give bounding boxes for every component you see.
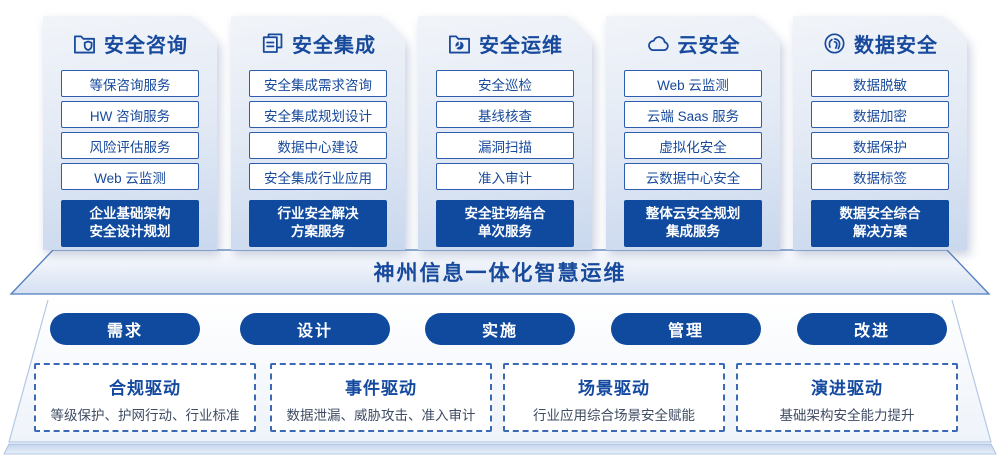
driver-title: 事件驱动 bbox=[345, 379, 417, 398]
service-item: 漏洞扫描 bbox=[436, 132, 574, 159]
fingerprint-icon bbox=[822, 31, 847, 56]
service-item: 安全集成规划设计 bbox=[249, 101, 387, 128]
panel-header: 安全集成 bbox=[231, 16, 405, 58]
driver-desc: 行业应用综合场景安全赋能 bbox=[533, 408, 695, 423]
service-item: 风险评估服务 bbox=[61, 132, 199, 159]
driver-box-incident: 事件驱动 数据泄漏、威胁攻击、准入审计 bbox=[270, 363, 492, 432]
folder-shield-icon bbox=[72, 31, 97, 56]
service-item: 虚拟化安全 bbox=[624, 132, 762, 159]
panel-footer: 企业基础架构 安全设计规划 bbox=[61, 200, 199, 248]
service-item: Web 云监测 bbox=[61, 163, 199, 190]
service-item: 等保咨询服务 bbox=[61, 70, 199, 97]
service-item: 数据脱敏 bbox=[811, 70, 949, 97]
driver-title: 合规驱动 bbox=[109, 379, 181, 398]
driver-desc: 基础架构安全能力提升 bbox=[779, 408, 915, 423]
driver-box-scenario: 场景驱动 行业应用综合场景安全赋能 bbox=[503, 363, 725, 432]
panel-header: 云安全 bbox=[606, 16, 780, 58]
panel-title: 安全咨询 bbox=[104, 35, 188, 57]
process-pill-design: 设计 bbox=[240, 313, 390, 345]
driver-title: 演进驱动 bbox=[811, 379, 883, 398]
panel-footer: 整体云安全规划 集成服务 bbox=[624, 200, 762, 248]
panel-header: 数据安全 bbox=[793, 16, 967, 58]
panel-title: 数据安全 bbox=[854, 35, 938, 57]
service-item: 基线核查 bbox=[436, 101, 574, 128]
panel-cloud-security: 云安全 Web 云监测 云端 Saas 服务 虚拟化安全 云数据中心安全 整体云… bbox=[606, 16, 780, 250]
panel-security-operations: 安全运维 安全巡检 基线核查 漏洞扫描 准入审计 安全驻场结合 单次服务 bbox=[418, 16, 592, 250]
service-item: 准入审计 bbox=[436, 163, 574, 190]
panel-data-security: 数据安全 数据脱敏 数据加密 数据保护 数据标签 数据安全综合 解决方案 bbox=[793, 16, 967, 250]
service-item: 数据中心建设 bbox=[249, 132, 387, 159]
service-item: 安全集成行业应用 bbox=[249, 163, 387, 190]
service-item: 云端 Saas 服务 bbox=[624, 101, 762, 128]
service-item: 数据加密 bbox=[811, 101, 949, 128]
driver-box-evolution: 演进驱动 基础架构安全能力提升 bbox=[736, 363, 958, 432]
process-pill-demand: 需求 bbox=[50, 313, 200, 345]
process-pill-implement: 实施 bbox=[425, 313, 575, 345]
service-item: 安全集成需求咨询 bbox=[249, 70, 387, 97]
service-item: 数据标签 bbox=[811, 163, 949, 190]
panel-title: 安全集成 bbox=[292, 35, 376, 57]
service-item: HW 咨询服务 bbox=[61, 101, 199, 128]
panel-footer: 行业安全解决 方案服务 bbox=[249, 200, 387, 248]
banner-title: 神州信息一体化智慧运维 bbox=[373, 262, 627, 285]
panel-title: 云安全 bbox=[677, 35, 741, 57]
service-item: 安全巡检 bbox=[436, 70, 574, 97]
driver-desc: 等级保护、护网行动、行业标准 bbox=[50, 408, 240, 423]
documents-copy-icon bbox=[260, 31, 285, 56]
panel-header: 安全运维 bbox=[418, 16, 592, 58]
driver-title: 场景驱动 bbox=[578, 379, 650, 398]
process-pill-manage: 管理 bbox=[611, 313, 761, 345]
banner-trapezoid bbox=[9, 249, 991, 295]
panel-security-consulting: 安全咨询 等保咨询服务 HW 咨询服务 风险评估服务 Web 云监测 企业基础架… bbox=[43, 16, 217, 250]
folder-clock-icon bbox=[447, 31, 472, 56]
service-item: Web 云监测 bbox=[624, 70, 762, 97]
driver-box-compliance: 合规驱动 等级保护、护网行动、行业标准 bbox=[34, 363, 256, 432]
panel-security-integration: 安全集成 安全集成需求咨询 安全集成规划设计 数据中心建设 安全集成行业应用 行… bbox=[231, 16, 405, 250]
service-item: 云数据中心安全 bbox=[624, 163, 762, 190]
service-item: 数据保护 bbox=[811, 132, 949, 159]
panel-header: 安全咨询 bbox=[43, 16, 217, 58]
cloud-icon bbox=[646, 31, 671, 56]
process-pill-improve: 改进 bbox=[797, 313, 947, 345]
panel-title: 安全运维 bbox=[479, 35, 563, 57]
driver-desc: 数据泄漏、威胁攻击、准入审计 bbox=[286, 408, 476, 423]
panel-footer: 数据安全综合 解决方案 bbox=[811, 200, 949, 248]
panel-footer: 安全驻场结合 单次服务 bbox=[436, 200, 574, 248]
